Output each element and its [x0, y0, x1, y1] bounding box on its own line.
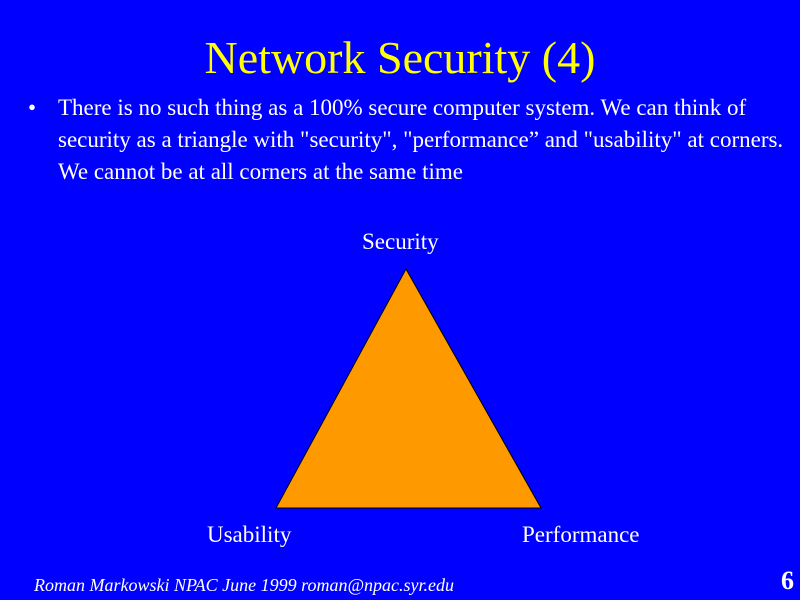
- security-triangle: [275, 267, 542, 509]
- bullet-icon: •: [28, 95, 37, 120]
- performance-label: Performance: [522, 522, 640, 547]
- page-number: 6: [781, 566, 794, 595]
- usability-label: Usability: [207, 522, 292, 547]
- security-label: Security: [362, 229, 439, 254]
- footer-text: Roman Markowski NPAC June 1999 roman@npa…: [34, 575, 455, 595]
- bullet-text: There is no such thing as a 100% secure …: [58, 95, 784, 184]
- slide-title: Network Security (4): [204, 32, 596, 83]
